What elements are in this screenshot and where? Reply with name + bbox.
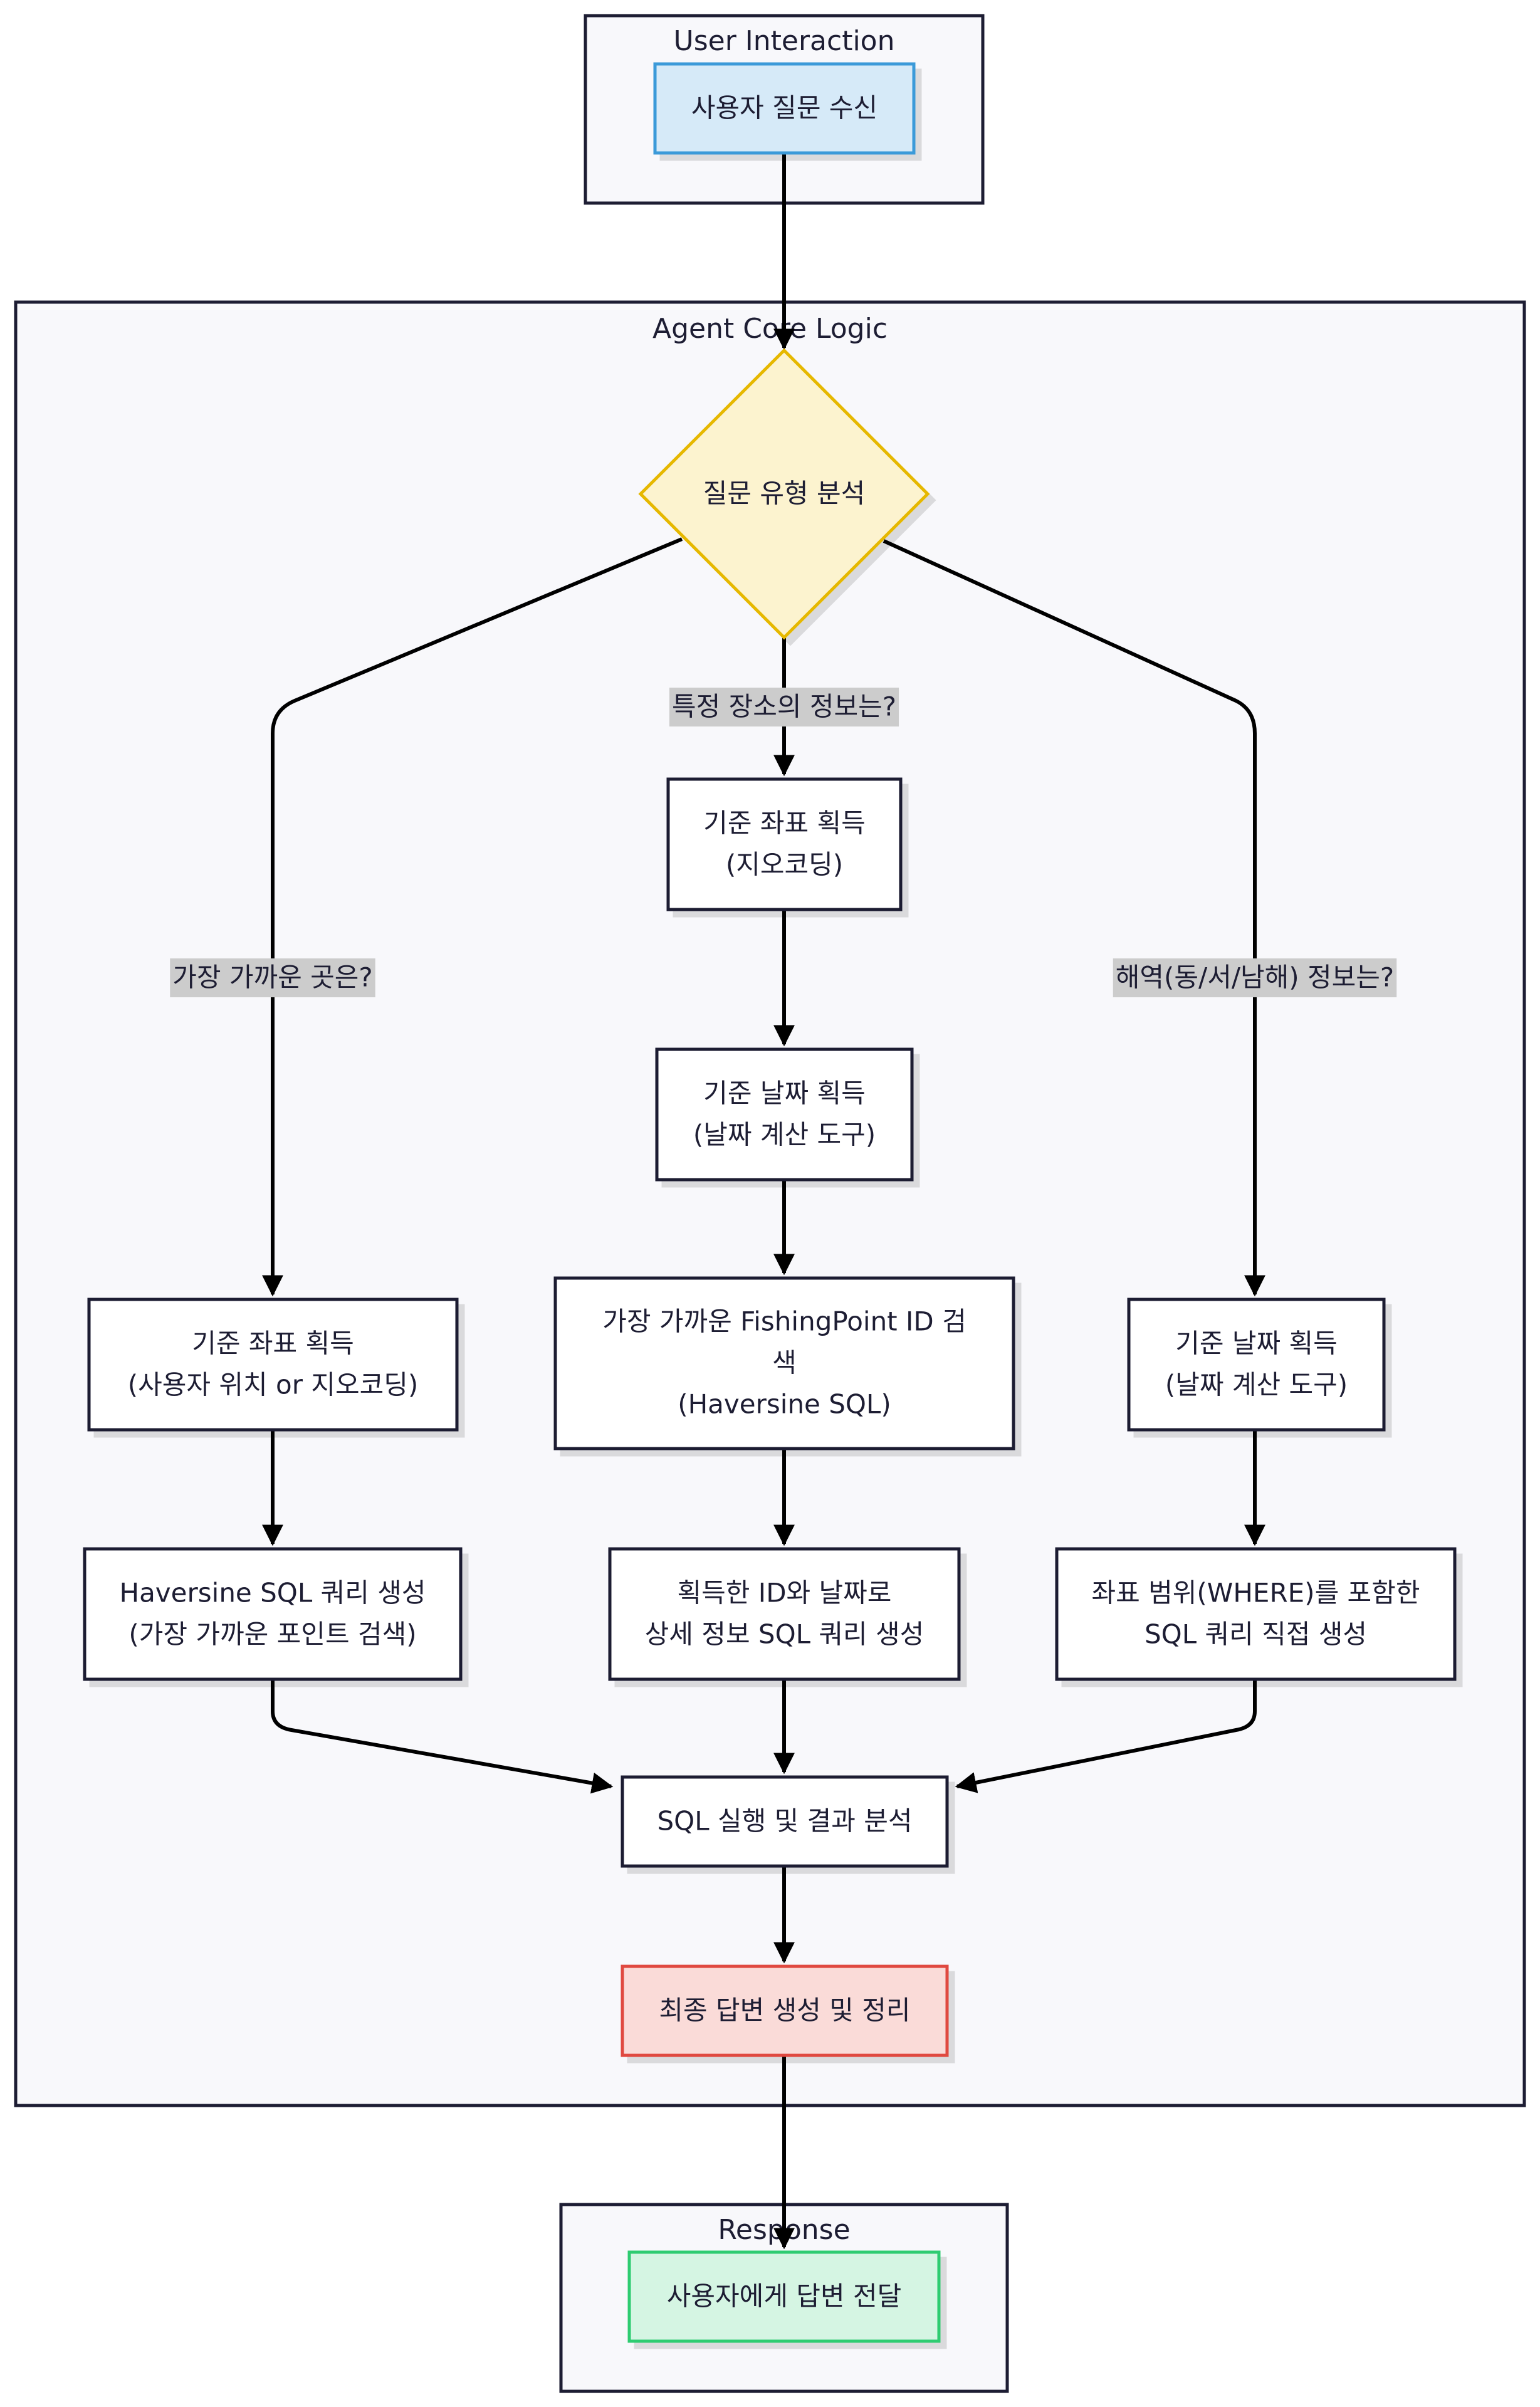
node-left-build-haversine-sql: Haversine SQL 쿼리 생성 (가장 가까운 포인트 검색): [83, 1547, 463, 1681]
edge-label-sea-area: 해역(동/서/남해) 정보는?: [1113, 958, 1397, 997]
node-left-get-coordinates-line-1: 기준 좌표 획득: [192, 1328, 354, 1359]
node-mid-search-fishingpoint-line-2: 색: [772, 1348, 797, 1378]
node-left-get-coordinates-box: [87, 1298, 459, 1432]
node-mid-search-fishingpoint-line-3: (Haversine SQL): [678, 1389, 891, 1420]
node-right-get-date: 기준 날짜 획득 (날짜 계산 도구): [1127, 1298, 1386, 1432]
node-right-get-date-line-1: 기준 날짜 획득: [1175, 1328, 1338, 1359]
node-final-answer: 최종 답변 생성 및 정리: [621, 1964, 949, 2057]
node-receive-question-box: [653, 62, 916, 155]
node-left-build-haversine-sql-line-1: Haversine SQL 쿼리 생성: [119, 1578, 426, 1608]
node-mid-build-detail-sql-box: [608, 1547, 961, 1681]
node-right-build-range-sql: 좌표 범위(WHERE)를 포함한 SQL 쿼리 직접 생성: [1055, 1547, 1457, 1681]
node-left-get-coordinates-line-2: (사용자 위치 or 지오코딩): [128, 1370, 419, 1400]
node-mid-get-coordinates-box: [666, 777, 903, 911]
edge-label-sea-area-bg: [1113, 958, 1397, 997]
node-final-answer-line-1: 최종 답변 생성 및 정리: [659, 1995, 910, 2026]
node-analyze-question-type-shape: [638, 348, 930, 640]
node-mid-get-date: 기준 날짜 획득 (날짜 계산 도구): [655, 1047, 914, 1182]
node-receive-question: 사용자 질문 수신: [653, 62, 916, 155]
node-mid-search-fishingpoint: 가장 가까운 FishingPoint ID 검색 (Haversine SQL): [553, 1276, 1015, 1450]
node-mid-build-detail-sql-line-2: 상세 정보 SQL 쿼리 생성: [645, 1619, 925, 1650]
edge-analyze-to-right: [883, 539, 1265, 1297]
node-deliver-answer-line-1: 사용자에게 답변 전달: [667, 2281, 901, 2312]
node-left-build-haversine-sql-line-2: (가장 가까운 포인트 검색): [128, 1619, 416, 1650]
node-mid-get-date-box: [655, 1047, 914, 1182]
node-mid-get-coordinates: 기준 좌표 획득 (지오코딩): [666, 777, 903, 911]
node-execute-sql: SQL 실행 및 결과 분석: [621, 1775, 949, 1868]
node-left-build-haversine-sql-box: [83, 1547, 463, 1681]
edge-right-sql-to-execute: [955, 1679, 1257, 1793]
node-mid-get-date-line-2: (날짜 계산 도구): [693, 1120, 876, 1150]
node-execute-sql-box: [621, 1775, 949, 1868]
edge-analyze-to-left: [262, 537, 683, 1297]
node-right-get-date-line-2: (날짜 계산 도구): [1165, 1370, 1348, 1400]
node-analyze-question-type: 질문 유형 분석: [638, 348, 930, 640]
node-right-build-range-sql-box: [1055, 1547, 1457, 1681]
node-analyze-question-type-line-1: 질문 유형 분석: [703, 478, 866, 509]
node-right-build-range-sql-line-2: SQL 쿼리 직접 생성: [1145, 1619, 1367, 1650]
cluster-agent-core-logic-title: Agent Core Logic: [652, 313, 888, 345]
node-execute-sql-line-1: SQL 실행 및 결과 분석: [657, 1806, 912, 1837]
node-mid-get-coordinates-line-2: (지오코딩): [726, 849, 843, 880]
edge-label-specific-place-bg: [669, 688, 899, 726]
cluster-user-interaction-title: User Interaction: [674, 25, 895, 57]
node-mid-get-date-line-1: 기준 날짜 획득: [703, 1078, 866, 1109]
node-mid-build-detail-sql-line-1: 획득한 ID와 날짜로: [678, 1578, 892, 1608]
edge-label-specific-place: 특정 장소의 정보는?: [669, 688, 899, 726]
node-deliver-answer-box: [627, 2250, 941, 2343]
node-receive-question-line-1: 사용자 질문 수신: [691, 93, 877, 123]
node-left-get-coordinates: 기준 좌표 획득 (사용자 위치 or 지오코딩): [87, 1298, 459, 1432]
edge-left-sql-to-execute: [271, 1679, 614, 1794]
node-mid-search-fishingpoint-box: [553, 1276, 1015, 1450]
node-final-answer-box: [621, 1964, 949, 2057]
edge-label-sea-area-text: 해역(동/서/남해) 정보는?: [1116, 962, 1394, 993]
edge-label-nearest: 가장 가까운 곳은?: [170, 958, 375, 997]
node-right-get-date-box: [1127, 1298, 1386, 1432]
node-mid-get-coordinates-line-1: 기준 좌표 획득: [703, 808, 866, 839]
node-mid-search-fishingpoint-line-1: 가장 가까운 FishingPoint ID 검: [602, 1306, 966, 1337]
node-right-build-range-sql-line-1: 좌표 범위(WHERE)를 포함한: [1092, 1578, 1420, 1608]
edge-label-specific-place-text: 특정 장소의 정보는?: [672, 691, 896, 722]
node-deliver-answer: 사용자에게 답변 전달: [627, 2250, 941, 2343]
edge-label-nearest-bg: [170, 958, 375, 997]
edge-label-nearest-text: 가장 가까운 곳은?: [172, 962, 372, 993]
